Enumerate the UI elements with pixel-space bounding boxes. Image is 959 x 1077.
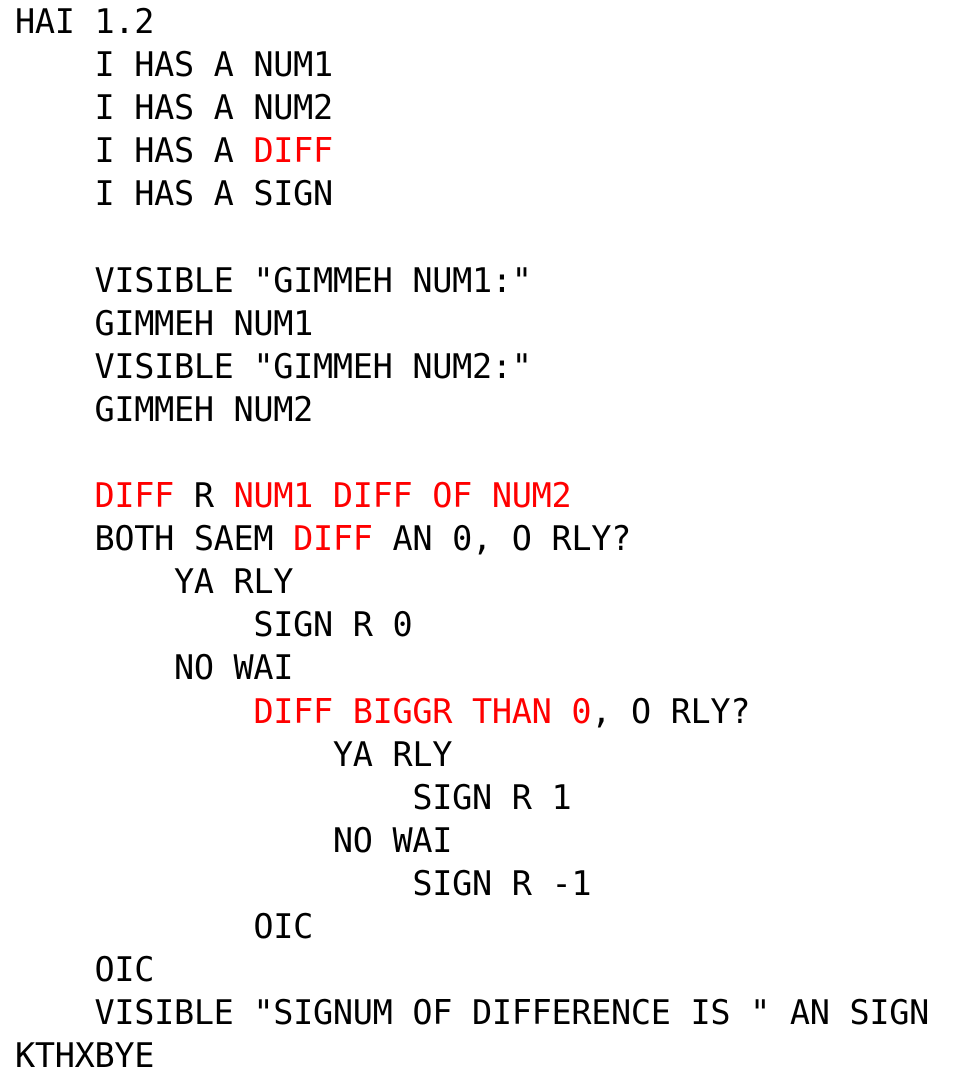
code-token: VISIBLE "SIGNUM OF DIFFERENCE IS " AN SI… <box>15 993 929 1033</box>
highlighted-token: DIFF <box>293 519 373 559</box>
code-line: NO WAI <box>15 819 929 862</box>
code-token: I HAS A <box>15 131 254 171</box>
code-line: I HAS A SIGN <box>15 172 929 215</box>
code-token: SIGN R -1 <box>15 863 592 903</box>
code-token: BOTH SAEM <box>15 519 294 559</box>
code-token: NO WAI <box>15 820 453 860</box>
code-token: I HAS A NUM2 <box>15 88 333 128</box>
highlighted-token: DIFF BIGGR THAN 0 <box>253 691 592 731</box>
code-token: YA RLY <box>15 562 294 602</box>
code-token: OIC <box>15 950 155 990</box>
code-token <box>15 476 94 515</box>
code-line: GIMMEH NUM1 <box>15 302 929 345</box>
code-line: NO WAI <box>15 646 929 689</box>
code-token: VISIBLE "GIMMEH NUM1:" <box>15 260 532 300</box>
code-line: VISIBLE "GIMMEH NUM1:" <box>15 259 929 302</box>
code-token: AN 0, O RLY? <box>372 519 632 559</box>
code-line: BOTH SAEM DIFF AN 0, O RLY? <box>15 517 929 560</box>
code-line: DIFF BIGGR THAN 0, O RLY? <box>15 690 929 733</box>
code-token: YA RLY <box>15 734 453 774</box>
code-token: SIGN R 0 <box>15 605 413 645</box>
code-token: VISIBLE "GIMMEH NUM2:" <box>15 346 532 386</box>
code-token: I HAS A SIGN <box>15 174 333 214</box>
code-listing: HAI 1.2 I HAS A NUM1 I HAS A NUM2 I HAS … <box>15 0 929 1077</box>
code-line <box>15 431 929 474</box>
code-line <box>15 215 929 258</box>
code-line: YA RLY <box>15 733 929 776</box>
code-line: OIC <box>15 948 929 991</box>
code-token: GIMMEH NUM1 <box>15 303 314 343</box>
code-token: GIMMEH NUM2 <box>15 389 314 429</box>
code-line: I HAS A NUM1 <box>15 43 929 86</box>
code-line: KTHXBYE <box>15 1034 929 1077</box>
code-token: HAI 1.2 <box>15 2 155 41</box>
code-line: GIMMEH NUM2 <box>15 388 929 431</box>
code-line: VISIBLE "GIMMEH NUM2:" <box>15 345 929 388</box>
code-line: DIFF R NUM1 DIFF OF NUM2 <box>15 474 929 517</box>
code-line: VISIBLE "SIGNUM OF DIFFERENCE IS " AN SI… <box>15 991 929 1034</box>
highlighted-token: NUM1 DIFF OF NUM2 <box>233 476 572 516</box>
code-token: OIC <box>15 906 314 946</box>
code-token: R <box>173 476 234 516</box>
code-line: SIGN R 0 <box>15 603 929 646</box>
highlighted-token: DIFF <box>94 476 174 516</box>
code-line: SIGN R 1 <box>15 776 929 819</box>
code-line: I HAS A NUM2 <box>15 86 929 129</box>
code-token: I HAS A NUM1 <box>15 45 333 85</box>
code-line: HAI 1.2 <box>15 0 929 43</box>
code-token: NO WAI <box>15 648 294 688</box>
code-token <box>15 692 253 731</box>
code-line: YA RLY <box>15 560 929 603</box>
code-line: OIC <box>15 905 929 948</box>
code-token: , O RLY? <box>591 691 751 731</box>
code-token: KTHXBYE <box>15 1036 155 1076</box>
code-line: SIGN R -1 <box>15 862 929 905</box>
code-line: I HAS A DIFF <box>15 129 929 172</box>
code-token: SIGN R 1 <box>15 777 572 817</box>
highlighted-token: DIFF <box>253 131 333 171</box>
